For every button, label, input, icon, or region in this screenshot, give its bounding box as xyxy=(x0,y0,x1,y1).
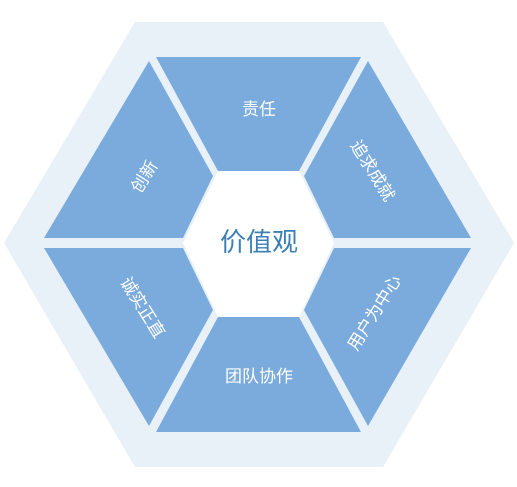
center-label: 价值观 xyxy=(220,228,298,258)
segment-lower-right xyxy=(304,248,471,426)
segment-label-bottom: 团队协作 xyxy=(225,367,293,387)
segment-label-top: 责任 xyxy=(242,100,276,120)
segment-upper-right xyxy=(304,61,471,238)
center-hexagon xyxy=(183,171,334,317)
segment-upper-left xyxy=(44,61,213,238)
segment-bottom xyxy=(156,317,361,432)
segment-lower-left xyxy=(44,248,213,426)
segment-top xyxy=(156,57,361,171)
